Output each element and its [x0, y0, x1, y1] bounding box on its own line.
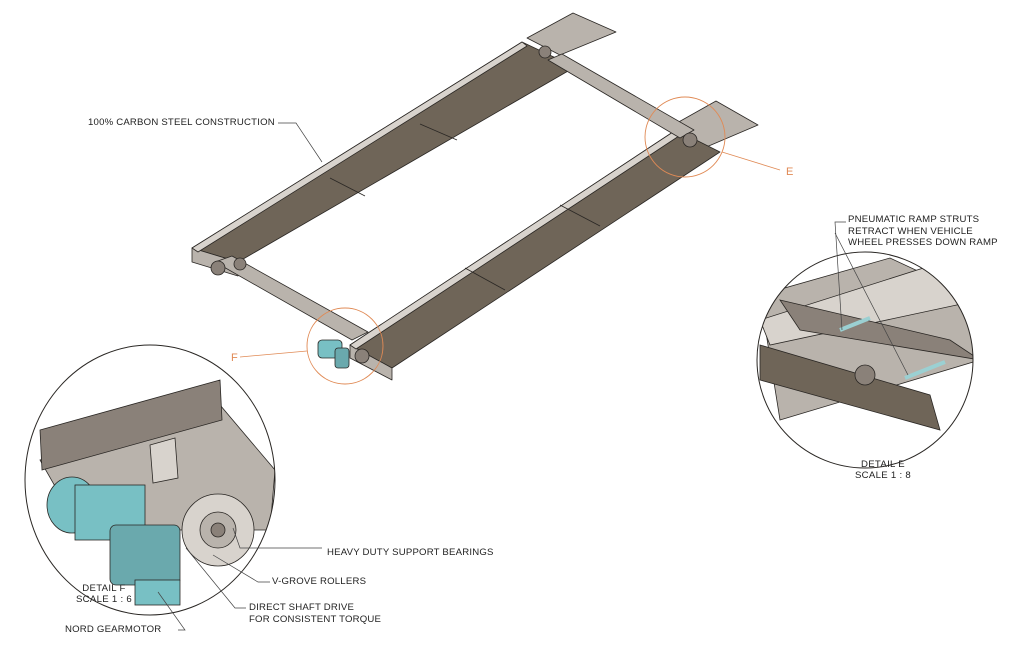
detail-f-callout-circle	[306, 307, 384, 385]
detail-f-title: DETAIL F	[82, 583, 126, 594]
bearings-label: HEAVY DUTY SUPPORT BEARINGS	[327, 547, 494, 558]
right-track-top	[349, 129, 721, 369]
carbon-steel-leader	[278, 122, 323, 163]
carbon-steel-label: 100% CARBON STEEL CONSTRUCTION	[88, 117, 275, 128]
detail-e-title: DETAIL E	[861, 459, 905, 470]
callout-f-letter: F	[231, 352, 238, 364]
drive-label-line1: DIRECT SHAFT DRIVE	[249, 602, 355, 613]
detail-e-view	[757, 252, 973, 468]
main-frame-view	[191, 12, 759, 381]
pneumatic-leader	[834, 221, 846, 331]
detail-e-callout-circle	[644, 96, 726, 178]
detail-f-scale: SCALE 1 : 6	[75, 594, 133, 605]
detail-e-scale: SCALE 1 : 8	[854, 470, 912, 481]
left-track-lip	[191, 41, 528, 253]
pneumatic-label-line1: PNEUMATIC RAMP STRUTS	[848, 214, 980, 225]
callout-e-letter: E	[786, 166, 794, 178]
pneumatic-label-line2: RETRACT WHEN VEHICLE	[848, 226, 973, 237]
gearmotor-label: NORD GEARMOTOR	[65, 624, 162, 635]
left-track-top	[191, 41, 576, 263]
pneumatic-label-line3: WHEEL PRESSES DOWN RAMP	[848, 237, 998, 248]
cross-member-near	[214, 255, 369, 341]
rollers-label: V-GROVE ROLLERS	[272, 576, 367, 587]
detail-f-view	[25, 345, 275, 615]
cross-member-far	[547, 53, 695, 139]
drive-label-line2: FOR CONSISTENT TORQUE	[249, 614, 382, 625]
